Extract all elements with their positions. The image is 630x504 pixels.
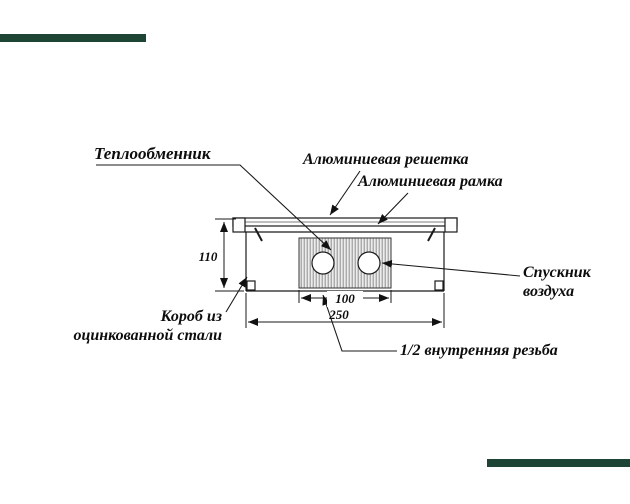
heat-exchanger-block [298,237,392,289]
dimension-height-value: 110 [198,249,218,264]
dimension-body-width-value: 250 [329,307,349,322]
leader-aluminum-frame [377,192,409,225]
leader-air-vent [381,259,521,277]
aluminum-grille-and-frame [232,217,458,242]
leader-heat-exchanger [96,164,332,251]
dimension-body-250 [245,293,445,328]
label-aluminum-frame: Алюминиевая рамка [358,173,503,190]
label-air-vent-line1: Спускник [523,264,591,281]
leader-steel-box [225,276,248,313]
leader-aluminum-grille [329,170,361,216]
accent-bar-bottom-right [487,459,630,467]
pipe-left [311,251,335,275]
label-heat-exchanger: Теплообменник [94,144,211,163]
dimension-exchanger-width-value: 100 [327,291,363,307]
label-steel-box-line1: Короб из [160,308,222,325]
label-aluminum-grille: Алюминиевая решетка [303,151,469,168]
label-air-vent: Спускник воздуха [523,263,591,301]
pipe-right [357,251,381,275]
accent-bar-top-left [0,34,146,42]
leader-thread [322,294,397,352]
label-steel-box-line2: оцинкованной стали [73,327,222,344]
label-steel-box: Короб из оцинкованной стали [30,307,222,345]
label-air-vent-line2: воздуха [523,283,575,300]
leader-lines [96,164,521,352]
label-thread: 1/2 внутренняя резьба [400,342,558,359]
